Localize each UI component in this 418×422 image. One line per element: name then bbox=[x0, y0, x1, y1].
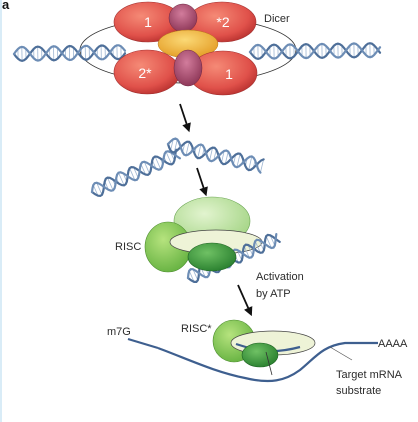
panel-letter: a bbox=[2, 0, 10, 12]
dicer-complex: 1 *2 2* 1 bbox=[12, 1, 382, 96]
risc-sirna-rung bbox=[265, 236, 272, 249]
dsrna-right-strand bbox=[248, 42, 382, 60]
mrna-5prime-end bbox=[127, 337, 159, 350]
panel-border bbox=[0, 0, 2, 422]
arrow-loading bbox=[196, 167, 208, 197]
sirna-right-rung bbox=[170, 139, 174, 151]
target-mrna-label-line1: Target mRNA bbox=[336, 369, 403, 381]
risc-label: RISC bbox=[115, 241, 142, 253]
long-dsrna-helix bbox=[12, 42, 382, 63]
risc-sirna-rung bbox=[247, 244, 254, 256]
sirna-right-rung bbox=[248, 156, 253, 171]
dicer-domain-label: *2 bbox=[216, 14, 229, 30]
sirna-right-strand bbox=[166, 137, 262, 174]
sirna-left-rung bbox=[107, 177, 114, 191]
sirna-right-rung bbox=[236, 153, 241, 168]
dsrna-left-strand bbox=[12, 44, 127, 63]
sirna-left-rung bbox=[133, 167, 139, 179]
arrow-cleavage bbox=[179, 103, 191, 133]
sirna-left-rung bbox=[140, 163, 146, 175]
sirna-left-rung bbox=[154, 156, 162, 170]
sirna-right-rung bbox=[213, 149, 217, 161]
risc-active-label: RISC* bbox=[181, 323, 212, 335]
sirna-left-rung bbox=[165, 151, 173, 165]
risc-sirna-rung bbox=[192, 269, 199, 281]
risc-dark-lobe bbox=[187, 242, 237, 272]
dsrna-left-strand bbox=[12, 44, 127, 62]
sirna-left-rung bbox=[92, 184, 99, 196]
dicer-domain-label: 1 bbox=[225, 66, 233, 82]
sirna-left-strand bbox=[90, 150, 181, 194]
dicer-plum-bottom bbox=[173, 49, 203, 87]
sirna-right-rung bbox=[260, 159, 264, 173]
poly-a-tail-label: AAAA bbox=[378, 338, 408, 350]
sirna-right-rung bbox=[197, 144, 202, 159]
sirna-left-rung bbox=[143, 161, 150, 174]
sirna-left-rung bbox=[129, 168, 136, 181]
activation-label-line2: by ATP bbox=[256, 288, 291, 300]
dicer-label: Dicer bbox=[264, 13, 290, 25]
risc-complex bbox=[144, 196, 281, 283]
dsrna-right-strand bbox=[248, 42, 382, 61]
risc-active-dark-lobe bbox=[241, 342, 279, 368]
sirna-left-rung bbox=[118, 172, 125, 186]
dicer-plum-top bbox=[168, 3, 198, 33]
sirna-right-rung bbox=[173, 139, 178, 153]
risc-sirna-rung bbox=[243, 245, 250, 258]
risc-sirna-rung bbox=[254, 241, 261, 253]
sirna-right-rung bbox=[224, 151, 229, 164]
activation-label-line1: Activation bbox=[256, 271, 304, 283]
risc-sirna-rung bbox=[236, 249, 243, 261]
sirna-duplexes bbox=[90, 137, 265, 198]
risc-sirna-rung bbox=[188, 270, 195, 283]
sirna-right-rung bbox=[221, 150, 225, 163]
sirna-right-rung bbox=[185, 141, 190, 156]
target-leader-line bbox=[329, 346, 353, 361]
cleavage-tick bbox=[265, 351, 273, 376]
sirna-right-strand bbox=[166, 140, 265, 172]
target-mrna-label-line2: substrate bbox=[336, 385, 382, 397]
sirna-left-rung bbox=[96, 182, 103, 195]
arrow-activation bbox=[237, 284, 253, 317]
sirna-right-rung bbox=[209, 147, 213, 161]
activated-risc-on-mrna bbox=[127, 319, 378, 383]
m7g-cap-label: m7G bbox=[107, 326, 131, 338]
dicer-domain-label: 1 bbox=[144, 14, 152, 30]
target-mrna-strand bbox=[157, 341, 378, 383]
dicer-domain-label: 2* bbox=[138, 65, 152, 81]
